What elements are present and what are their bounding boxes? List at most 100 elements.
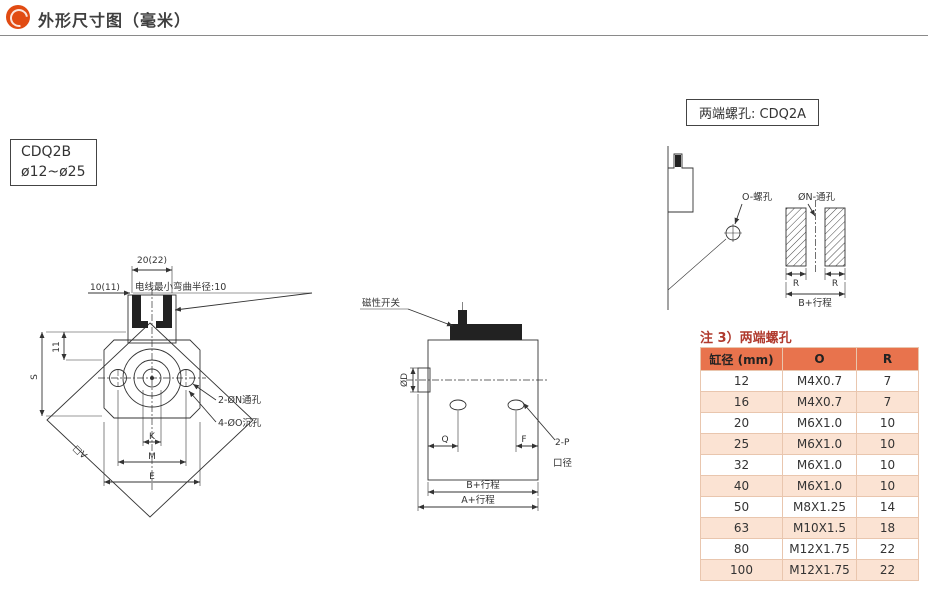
r-cell: 22 — [856, 538, 919, 560]
label-through-holes: 2-ØN通孔 — [218, 395, 262, 406]
switch-groove — [675, 155, 681, 167]
table-row: 63 M10X1.5 18 — [700, 517, 919, 539]
magnetic-switch-label: 磁性开关 — [362, 297, 401, 309]
brand-logo-icon — [6, 5, 30, 29]
dim-label-a-stroke: A+行程 — [461, 494, 495, 506]
cdq2a-label: 两端螺孔: CDQ2A — [699, 107, 806, 122]
o-cell: M8X1.25 — [782, 496, 857, 518]
model-bore-range: ø12~ø25 — [21, 163, 86, 180]
side-view-shapes — [406, 302, 548, 481]
header-o: O — [782, 347, 857, 371]
o-cell: M6X1.0 — [782, 433, 857, 455]
magnetic-switch-body — [450, 324, 522, 340]
magnetic-switch-tab — [458, 310, 467, 326]
bore-cell: 25 — [700, 433, 783, 455]
dim-label-r-left: R — [793, 279, 799, 289]
dim-label-11: 11 — [52, 341, 62, 352]
side-view-drawing: 磁性开关 ØD Q F 2-P 口径 B+行程 — [360, 297, 573, 511]
page-title: 外形尺寸图（毫米） — [38, 11, 192, 30]
port-right — [507, 399, 525, 411]
bore-cell: 80 — [700, 538, 783, 560]
header-divider — [0, 35, 928, 36]
switch-bracket-right — [156, 295, 172, 328]
square-flange-outline — [46, 322, 254, 518]
r-cell: 10 — [856, 475, 919, 497]
front-view-dimensions: 20(22) 10(11) 电线最小弯曲半径:10 S 11 □V 2-ØN通孔… — [30, 256, 313, 486]
dim-label-f: F — [521, 435, 526, 445]
header-bore: 缸径 (mm) — [700, 347, 783, 371]
dim-label-e: E — [149, 472, 155, 482]
bore-cell: 32 — [700, 454, 783, 476]
dim-label-top-width: 20(22) — [137, 256, 167, 266]
table-row: 25 M6X1.0 10 — [700, 433, 919, 455]
bore-cell: 40 — [700, 475, 783, 497]
thread-dimension-table: 缸径 (mm) O R 12 M4X0.7 7 16 M4X0.7 7 20 M… — [700, 347, 919, 581]
bore-cell: 16 — [700, 391, 783, 413]
model-name: CDQ2B — [21, 144, 72, 160]
note-heading: 注 3）两端螺孔 — [700, 331, 792, 346]
bore-cell: 63 — [700, 517, 783, 539]
o-cell: M12X1.75 — [782, 538, 857, 560]
thread-hole-label: O-螺孔 — [742, 192, 773, 203]
o-cell: M6X1.0 — [782, 454, 857, 476]
label-counterbore: 4-ØO沉孔 — [218, 418, 262, 429]
o-cell: M4X0.7 — [782, 391, 857, 413]
r-cell: 18 — [856, 517, 919, 539]
r-cell: 7 — [856, 370, 919, 392]
bore-cell: 12 — [700, 370, 783, 392]
bore-cell: 100 — [700, 559, 783, 581]
r-cell: 10 — [856, 433, 919, 455]
table-row: 50 M8X1.25 14 — [700, 496, 919, 518]
o-cell: M12X1.75 — [782, 559, 857, 581]
side-view-dimensions: 磁性开关 ØD Q F 2-P 口径 B+行程 — [360, 297, 573, 511]
end-view-dimensions: O-螺孔 ØN-通孔 R R B+行程 — [734, 192, 846, 309]
body-flange — [103, 339, 201, 419]
o-cell: M6X1.0 — [782, 412, 857, 434]
dim-label-b-stroke: B+行程 — [466, 479, 500, 491]
section-wall-left — [785, 207, 807, 267]
dim-label-offset: 10(11) — [90, 283, 120, 293]
end-view-drawing: O-螺孔 ØN-通孔 R R B+行程 — [667, 146, 846, 310]
section-wall-right — [824, 207, 846, 267]
r-cell: 10 — [856, 412, 919, 434]
port-size-label: 口径 — [553, 457, 573, 469]
dim-label-b-stroke-end: B+行程 — [798, 297, 832, 309]
r-cell: 7 — [856, 391, 919, 413]
r-cell: 10 — [856, 454, 919, 476]
dim-label-m: M — [148, 452, 156, 462]
dim-label-r-right: R — [832, 279, 838, 289]
bore-cell: 50 — [700, 496, 783, 518]
port-left — [449, 399, 467, 411]
cdq2a-label-box: 两端螺孔: CDQ2A — [686, 99, 819, 126]
r-cell: 14 — [856, 496, 919, 518]
r-cell: 22 — [856, 559, 919, 581]
front-view-drawing: 20(22) 10(11) 电线最小弯曲半径:10 S 11 □V 2-ØN通孔… — [30, 256, 313, 518]
through-hole-label: ØN-通孔 — [798, 192, 836, 203]
table-row: 20 M6X1.0 10 — [700, 412, 919, 434]
table-row: 100 M12X1.75 22 — [700, 559, 919, 581]
wire-bend-note: 电线最小弯曲半径:10 — [135, 281, 226, 293]
dim-label-s: S — [30, 374, 40, 380]
face-leader — [667, 238, 727, 291]
table-row: 12 M4X0.7 7 — [700, 370, 919, 392]
switch-bracket-left — [132, 295, 148, 328]
cylinder-corner-profile — [668, 153, 694, 213]
dim-label-d: ØD — [399, 373, 410, 387]
end-view-shapes — [667, 146, 846, 310]
table-row: 16 M4X0.7 7 — [700, 391, 919, 413]
model-label-box: CDQ2B ø12~ø25 — [10, 139, 97, 187]
o-cell: M10X1.5 — [782, 517, 857, 539]
table-row: 80 M12X1.75 22 — [700, 538, 919, 560]
table-header-row: 缸径 (mm) O R — [700, 347, 919, 371]
bore-cell: 20 — [700, 412, 783, 434]
dim-label-k: K — [149, 432, 156, 442]
dim-label-q: Q — [441, 435, 448, 445]
o-cell: M4X0.7 — [782, 370, 857, 392]
header-r: R — [856, 347, 919, 371]
table-row: 32 M6X1.0 10 — [700, 454, 919, 476]
dim-label-square-v: □V — [71, 444, 89, 462]
cylinder-body — [427, 339, 539, 481]
port-spec-label: 2-P — [555, 438, 570, 448]
o-cell: M6X1.0 — [782, 475, 857, 497]
